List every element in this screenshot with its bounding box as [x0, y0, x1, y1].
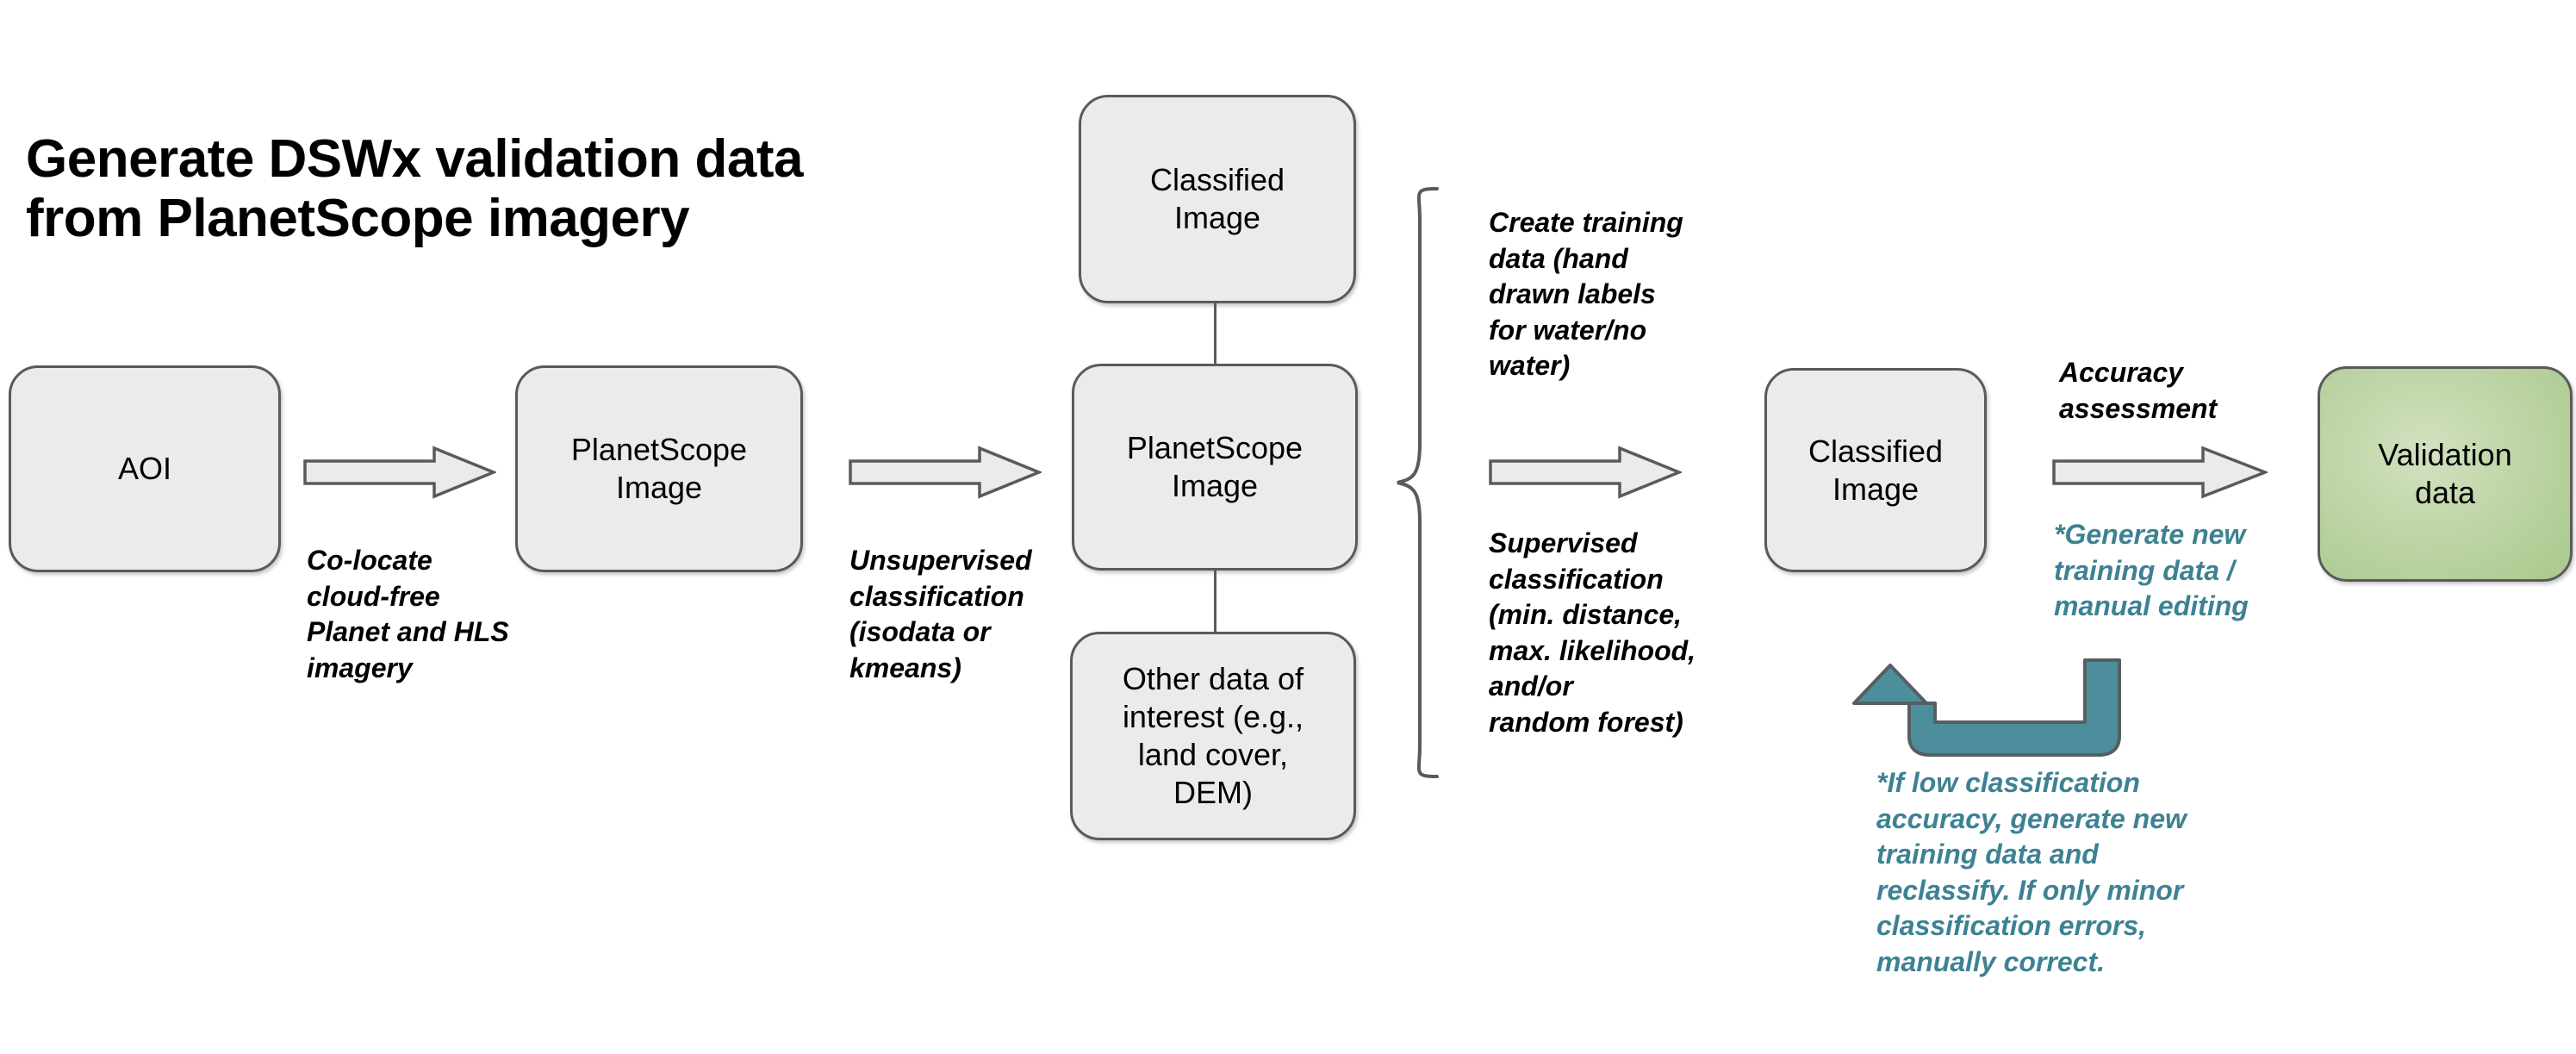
box-aoi: AOI — [9, 365, 281, 572]
arrow-loop-up-icon-reclassify — [1852, 658, 2121, 757]
caption-co-locate: Co-locate cloud-free Planet and HLS imag… — [307, 545, 509, 683]
connector-line-planetscope-to-other-data — [1214, 571, 1216, 632]
connector-line-classified-to-planetscope — [1214, 303, 1216, 364]
caption-accuracy-assessment: Accuracy assessment — [2059, 357, 2218, 424]
arrow-right-icon-supervised — [1489, 446, 1682, 499]
box-classified-image-top: Classified Image — [1079, 95, 1356, 303]
box-other-data-of-interest: Other data of interest (e.g., land cover… — [1070, 632, 1356, 840]
box-validation-data: Validation data — [2318, 366, 2573, 582]
caption-supervised: Supervised classification (min. distance… — [1489, 527, 1696, 738]
arrow-right-icon-colocate — [303, 446, 496, 499]
box-planetscope-image-2-label: PlanetScope Image — [1126, 430, 1304, 503]
arrow-right-icon-accuracy — [2052, 446, 2268, 499]
arrow-right-icon-unsupervised — [849, 446, 1042, 499]
box-classified-image-right-label: Classified Image — [1808, 433, 1944, 507]
box-planetscope-image-2: PlanetScope Image — [1072, 364, 1358, 571]
box-classified-image-top-label: Classified Image — [1149, 162, 1285, 235]
caption-create-training-data: Create training data (hand drawn labels … — [1489, 207, 1683, 382]
curly-brace-icon — [1397, 187, 1439, 778]
caption-generate-new-training-data: *Generate new training data / manual edi… — [2054, 519, 2249, 622]
box-other-data-of-interest-label: Other data of interest (e.g., land cover… — [1122, 661, 1304, 810]
box-validation-data-label: Validation data — [2378, 437, 2512, 510]
box-planetscope-image-1: PlanetScope Image — [515, 365, 803, 572]
caption-if-low-accuracy: *If low classification accuracy, generat… — [1876, 767, 2187, 977]
caption-unsupervised: Unsupervised classification (isodata or … — [849, 545, 1032, 683]
box-aoi-label: AOI — [117, 451, 171, 487]
box-classified-image-right: Classified Image — [1764, 368, 1987, 572]
page-title: Generate DSWx validation data from Plane… — [26, 129, 803, 249]
box-planetscope-image-1-label: PlanetScope Image — [570, 432, 748, 505]
